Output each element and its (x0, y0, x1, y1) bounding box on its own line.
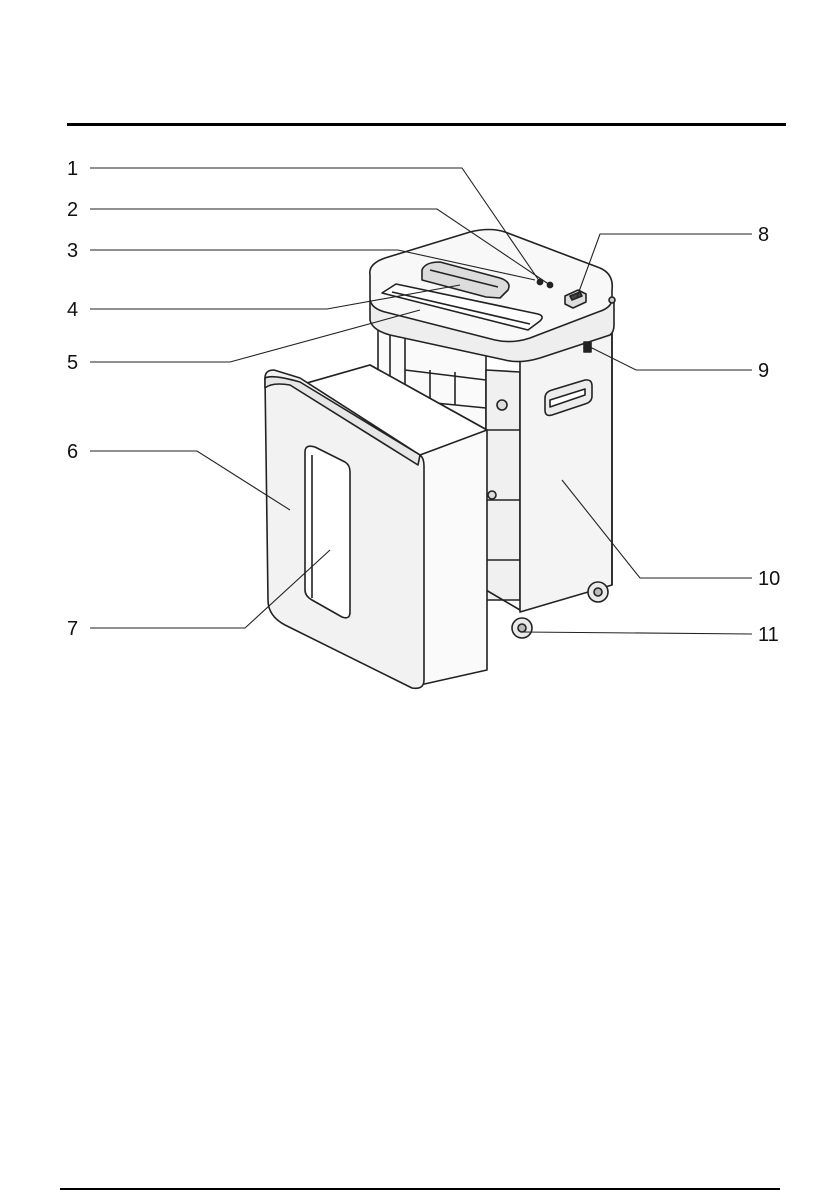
leader-line-11 (522, 632, 752, 634)
callout-label-11: 11 (758, 624, 779, 646)
callout-label-4: 4 (67, 299, 78, 321)
leader-line-9 (590, 347, 752, 370)
shredder-illustration (265, 230, 615, 689)
callout-label-3: 3 (67, 240, 78, 262)
callout-label-5: 5 (67, 352, 78, 374)
callout-label-6: 6 (67, 441, 78, 463)
footer-rule (60, 1188, 780, 1190)
callout-label-2: 2 (67, 199, 78, 221)
callout-label-9: 9 (758, 360, 769, 382)
callout-label-1: 1 (67, 158, 78, 180)
callout-label-8: 8 (758, 224, 769, 246)
leader-line-6 (90, 451, 290, 510)
callout-label-7: 7 (67, 618, 78, 640)
callout-label-10: 10 (758, 568, 780, 590)
side-panel (520, 330, 612, 612)
